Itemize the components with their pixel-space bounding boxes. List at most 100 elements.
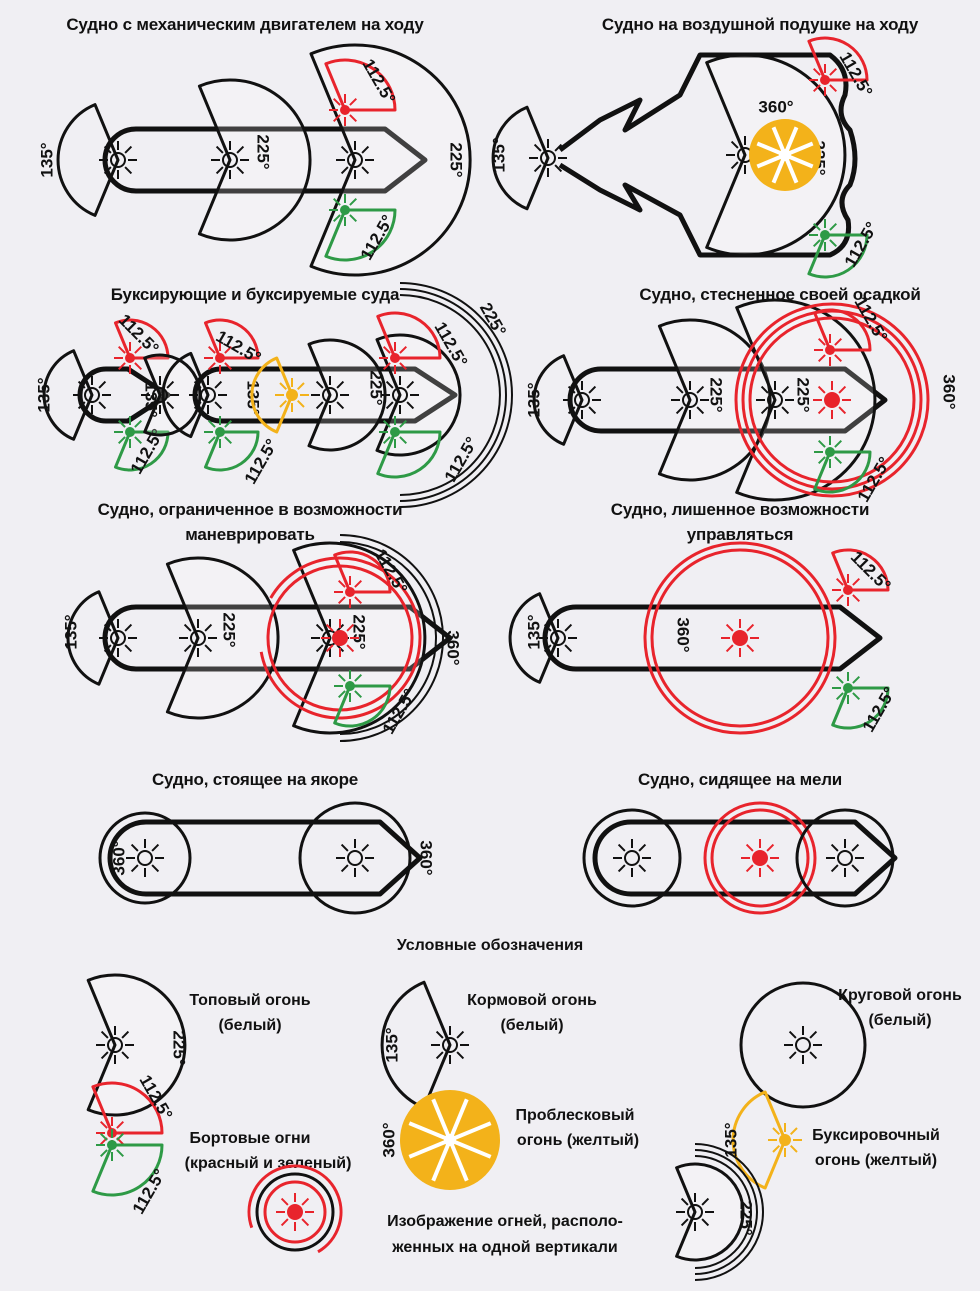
sun-ray — [279, 382, 288, 391]
flashing-spoke — [408, 1121, 451, 1142]
light-sun-icon — [99, 141, 137, 179]
sun-ray — [183, 623, 192, 632]
sun-ray — [760, 385, 769, 394]
panel-title: Судно, лишенное возможности — [611, 500, 869, 519]
light-sun-icon — [311, 376, 349, 414]
sun-ray — [325, 623, 334, 632]
sun-ray — [835, 692, 844, 701]
sun-core — [347, 152, 363, 168]
flashing-spoke — [449, 1121, 492, 1142]
light-sun-icon — [431, 1026, 469, 1064]
sun-ray — [817, 354, 826, 363]
sector-angle-label: 360° — [940, 374, 959, 409]
sun-ray — [835, 577, 844, 586]
sun-ray — [638, 843, 647, 852]
sun-core — [107, 1140, 117, 1150]
starboard-sidelight-green — [324, 208, 397, 262]
sector-angle-label: 360° — [379, 1122, 398, 1157]
panel-title: Судно, ограниченное в возможности — [98, 500, 403, 519]
sun-ray — [124, 623, 133, 632]
sun-core — [110, 630, 126, 646]
sun-ray — [638, 864, 647, 873]
light-sun-icon — [204, 416, 236, 448]
sector-angle-label: 225° — [254, 134, 273, 169]
sun-core — [345, 681, 355, 691]
sector-angle-label: 135° — [34, 377, 53, 412]
light-sun-icon — [529, 139, 567, 177]
sun-ray — [772, 1127, 781, 1136]
sun-core — [390, 353, 400, 363]
sector-angle-label: 225° — [737, 1200, 756, 1235]
red-allround-ring — [748, 316, 916, 484]
sector-angle-label: 360° — [109, 840, 128, 875]
sun-ray — [766, 843, 775, 852]
sun-ray — [817, 406, 826, 415]
vertical-masthead-arc — [694, 1155, 752, 1269]
sector-angle-label: 135° — [524, 382, 543, 417]
starboard-sidelight-green — [91, 1143, 164, 1197]
light-sun-icon — [211, 141, 249, 179]
light-sun-icon — [676, 1193, 714, 1231]
sector-angle-label: 360° — [758, 97, 793, 116]
red-allround-ring — [710, 808, 810, 908]
light-sun-icon — [73, 376, 111, 414]
sun-ray — [817, 385, 826, 394]
sun-ray — [224, 436, 233, 445]
light-sun-icon — [809, 64, 841, 96]
masthead-light-sector — [197, 78, 312, 242]
sun-core — [732, 630, 748, 646]
sun-ray — [103, 644, 112, 653]
sun-core — [190, 630, 206, 646]
light-sun-icon — [756, 381, 794, 419]
sun-ray — [340, 864, 349, 873]
port-sidelight-red — [204, 318, 260, 360]
sun-ray — [809, 1030, 818, 1039]
light-sun-icon — [809, 219, 841, 251]
sun-ray — [134, 436, 143, 445]
vertical-masthead-arc — [339, 541, 437, 735]
sun-ray — [588, 406, 597, 415]
sun-ray — [98, 380, 107, 389]
sun-core — [752, 850, 768, 866]
black-ring — [255, 1172, 335, 1252]
sun-ray — [340, 843, 349, 852]
red-allround-ring — [734, 302, 930, 498]
light-sun-icon — [336, 141, 374, 179]
sun-ray — [812, 222, 821, 231]
sun-ray — [617, 864, 626, 873]
sun-ray — [789, 1127, 798, 1136]
stern-light-sector — [56, 103, 120, 217]
sun-ray — [236, 145, 245, 154]
sun-ray — [851, 864, 860, 873]
flashing-spoke — [431, 1098, 452, 1141]
light-sun-icon — [814, 436, 846, 468]
vessel-hull — [592, 819, 898, 897]
sun-core — [574, 392, 590, 408]
sun-ray — [406, 380, 415, 389]
light-sun-icon — [276, 1193, 314, 1231]
sun-ray — [554, 164, 563, 173]
sun-ray — [760, 406, 769, 415]
hovercraft-hull — [558, 52, 858, 258]
sun-ray — [385, 401, 394, 410]
legend-item-text: Круговой огонь — [838, 987, 962, 1004]
sun-ray — [781, 406, 790, 415]
sun-ray — [99, 1132, 108, 1141]
sun-ray — [207, 345, 216, 354]
sector-angle-label: 225° — [350, 614, 369, 649]
sun-core — [767, 392, 783, 408]
legend-item-text: Бортовые огни — [189, 1130, 310, 1147]
light-sun-icon — [126, 839, 164, 877]
sun-ray — [385, 380, 394, 389]
sun-ray — [325, 644, 334, 653]
sun-ray — [332, 214, 341, 223]
sun-ray — [852, 692, 861, 701]
sun-ray — [193, 401, 202, 410]
light-sun-icon — [379, 416, 411, 448]
sun-ray — [98, 401, 107, 410]
sun-ray — [588, 385, 597, 394]
light-sun-icon — [813, 381, 851, 419]
sun-ray — [835, 594, 844, 603]
sector-angle-label: 135° — [382, 1027, 401, 1062]
panel-title: маневрировать — [185, 525, 314, 544]
